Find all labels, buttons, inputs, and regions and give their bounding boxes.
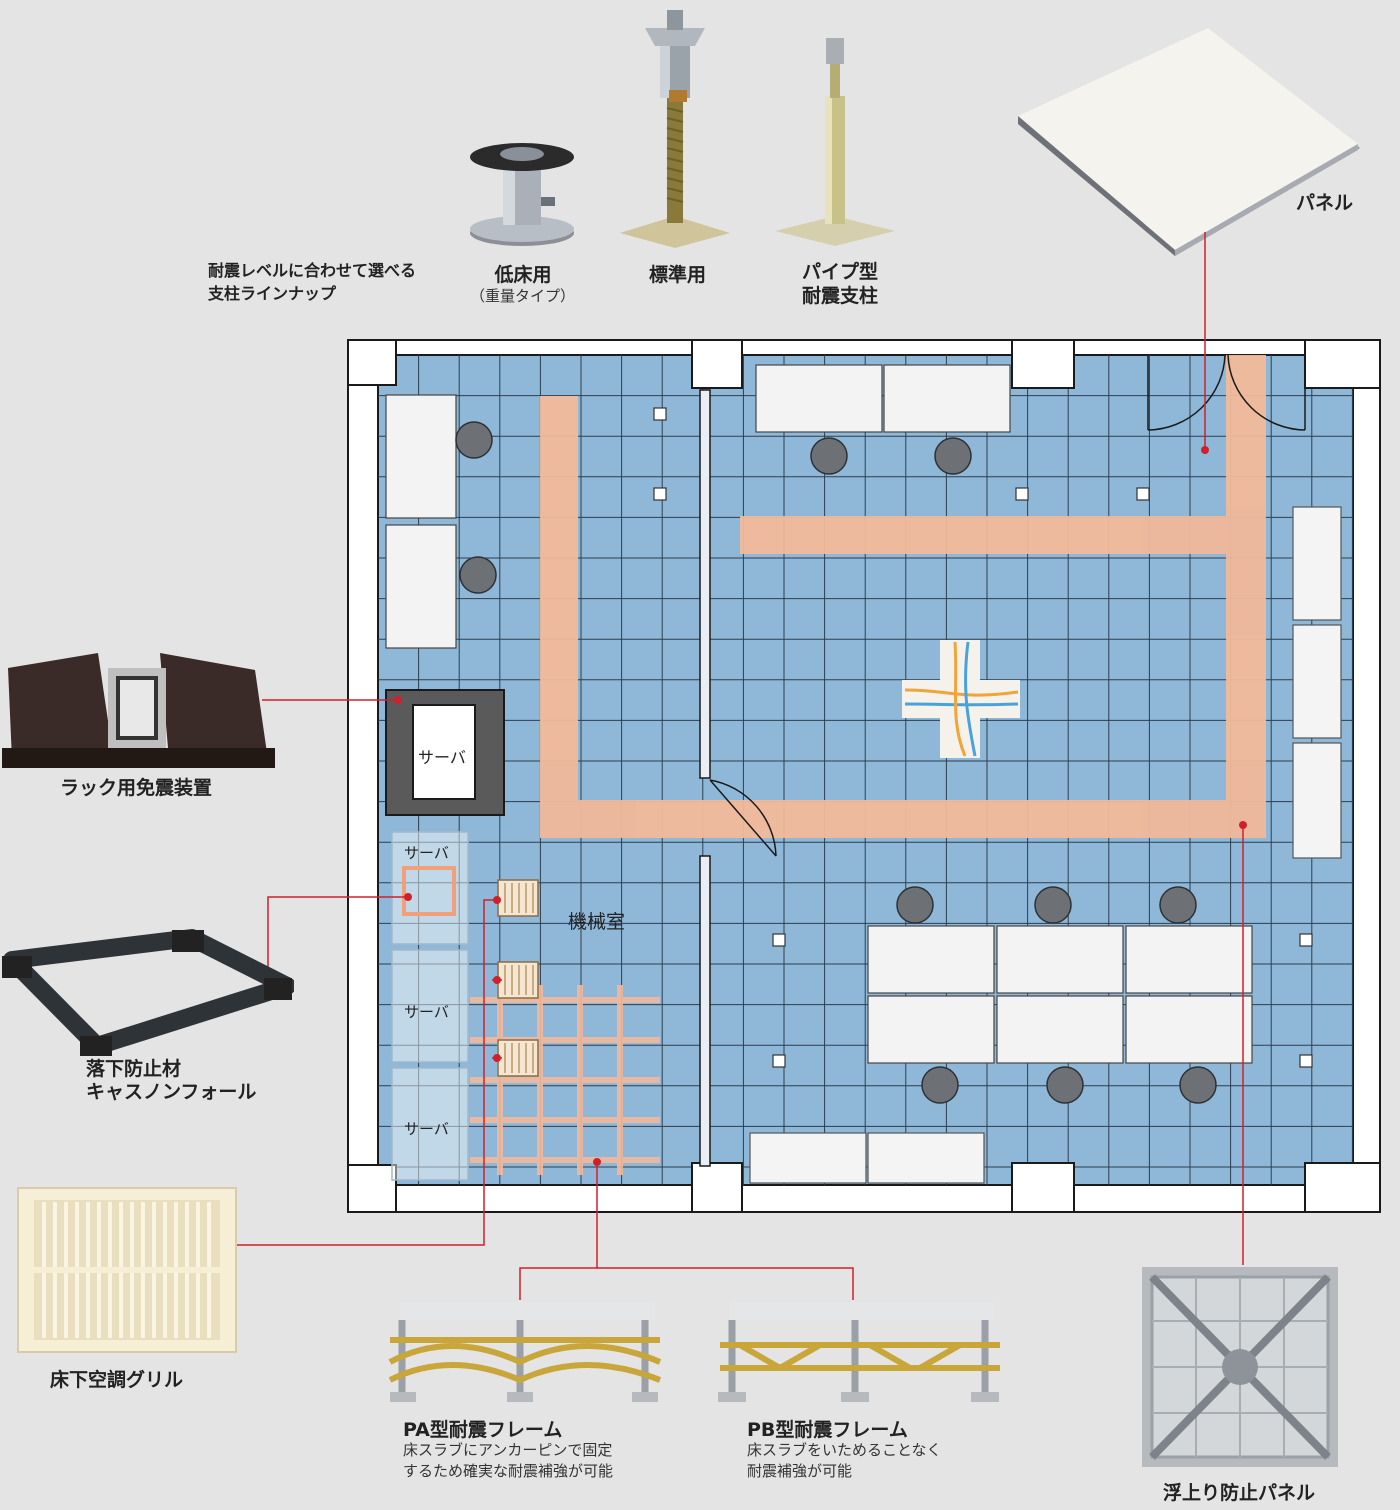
desk: [755, 364, 883, 433]
low-floor-pedestal-sub: （重量タイプ）: [470, 287, 576, 305]
pedestal-intro-line1: 耐震レベルに合わせて選べる: [208, 261, 417, 280]
door-swing: [709, 779, 777, 857]
pb-frame-desc-line2: 耐震補強が可能: [747, 1462, 853, 1480]
desk: [385, 394, 457, 519]
fall-prevention-label-line1: 落下防止材: [86, 1058, 182, 1080]
low-floor-pedestal-image: [470, 143, 574, 246]
anti-float-panel-label: 浮上り防止パネル: [1163, 1482, 1316, 1504]
office-chair: [810, 437, 848, 475]
office-chair: [921, 1066, 959, 1104]
office-chair: [459, 556, 497, 594]
office-chair: [1159, 886, 1197, 924]
rack-isolator-label: ラック用免震装置: [60, 777, 213, 799]
office-chair: [1034, 886, 1072, 924]
standard-pedestal-label: 標準用: [648, 264, 706, 286]
desk: [883, 364, 1011, 433]
desk: [1125, 925, 1253, 994]
office-chair: [1046, 1066, 1084, 1104]
desk: [996, 925, 1124, 994]
server-label-1: サーバ: [418, 748, 466, 767]
fall-prevention-label: 落下防止材 キャスノンフォール: [86, 1058, 256, 1104]
machine-room-label: 機械室: [568, 911, 626, 933]
pa-frame-desc-line2: するため確実な耐震補強が可能: [403, 1462, 614, 1480]
pedestal-intro-line2: 支柱ラインナップ: [208, 284, 337, 303]
pipe-pedestal-label: パイプ型 耐震支柱: [790, 260, 890, 308]
pa-frame-image: [388, 1302, 662, 1402]
leader-dots: [394, 446, 1247, 1166]
standard-pedestal-image: [620, 10, 730, 248]
pb-frame-image: [718, 1302, 1000, 1402]
floor-vents: [653, 407, 1313, 1068]
pb-frame-title: PB型耐震フレーム: [747, 1419, 908, 1441]
pa-frame-desc: 床スラブにアンカーピンで固定 するため確実な耐震補強が可能: [403, 1440, 613, 1482]
entrance-door: [1147, 354, 1306, 431]
fall-prevention-marker: [402, 866, 456, 916]
cable-paths: [540, 355, 1266, 838]
desk: [867, 995, 995, 1064]
pa-frame-title: PA型耐震フレーム: [403, 1419, 563, 1441]
server-label-3: サーバ: [404, 1003, 449, 1021]
panel-image: [1018, 28, 1360, 256]
pa-frame-desc-line1: 床スラブにアンカーピンで固定: [403, 1441, 613, 1459]
pipe-pedestal-label-line1: パイプ型: [801, 261, 878, 283]
partition-wall: [699, 389, 711, 779]
leader-lines: [222, 232, 1244, 1300]
floor-grille-label: 床下空調グリル: [50, 1369, 184, 1391]
pedestal-intro: 耐震レベルに合わせて選べる 支柱ラインナップ: [208, 259, 416, 305]
anti-float-panel-image: [1142, 1267, 1338, 1467]
office-chair: [934, 437, 972, 475]
floor-grilles: [497, 879, 539, 1077]
desk: [867, 925, 995, 994]
panel-label: パネル: [1296, 192, 1354, 214]
office-chair: [455, 421, 493, 459]
rack-isolator-image: [2, 653, 275, 768]
fall-prevention-label-line2: キャスノンフォール: [86, 1081, 257, 1103]
desk: [996, 995, 1124, 1064]
server-label-2: サーバ: [404, 844, 449, 862]
pipe-pedestal-image: [775, 38, 895, 246]
seismic-frame-lattice: [470, 985, 660, 1175]
pipe-pedestal-label-line2: 耐震支柱: [801, 285, 878, 307]
office-chair: [896, 886, 934, 924]
wall-columns: [347, 339, 1381, 1213]
office-chair: [1179, 1066, 1217, 1104]
pb-frame-desc: 床スラブをいためることなく 耐震補強が可能: [747, 1440, 942, 1482]
desk: [385, 524, 457, 649]
desk: [1125, 995, 1253, 1064]
cable-opening: [902, 640, 1020, 758]
wall-cabinets: [749, 506, 1342, 1184]
desks: [385, 364, 1253, 1104]
pb-frame-desc-line1: 床スラブをいためることなく: [747, 1441, 942, 1459]
server-rack-1: [412, 704, 476, 800]
fall-prevention-image: [2, 929, 294, 1056]
low-floor-pedestal-label: 低床用: [494, 264, 552, 286]
server-label-4: サーバ: [404, 1120, 449, 1138]
grille-slats: [504, 883, 534, 1073]
floor-grille-image: [17, 1187, 237, 1353]
